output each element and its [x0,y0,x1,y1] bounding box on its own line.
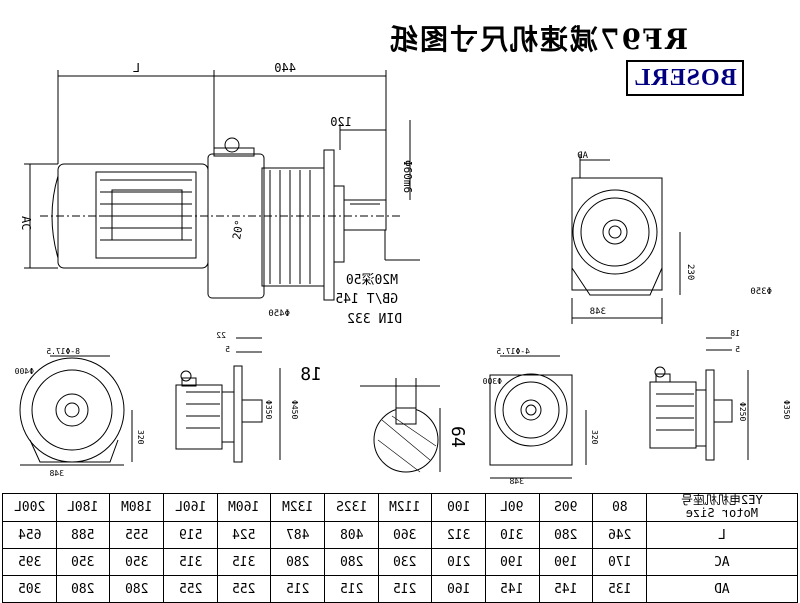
motor-size-cell: 90L [484,493,540,522]
value-cell: 519 [162,521,218,549]
thread-spec-1: M20深50 [346,273,398,288]
value-cell: 310 [484,521,540,549]
value-cell: 395 [2,548,57,576]
value-cell: 280 [109,575,164,603]
value-cell: 145 [484,575,540,603]
main-end-view [571,154,681,324]
motor-size-cell: 80 [592,493,647,522]
shaft-key-section [360,378,441,473]
value-cell: 350 [55,548,111,576]
value-cell: 215 [377,575,433,603]
value-cell: 350 [109,548,164,576]
flange-side-view-2 [649,337,749,461]
dim-230: 230 [685,264,695,280]
key-height: 64 [447,426,468,448]
dim-L: L [133,61,140,75]
value-cell: 524 [216,521,272,549]
dim-angle: 20° [230,219,246,241]
motor-size-cell: 132M [270,493,325,522]
dim-120: 120 [330,115,352,129]
f2-5: 5 [735,345,740,354]
value-cell: 588 [55,521,111,549]
key-width: 18 [300,364,322,385]
value-cell: 170 [592,548,647,576]
value-cell: 210 [431,548,486,576]
flange-front-view-1 [19,355,133,466]
dim-shaft-dia: Φ60m6 [401,160,414,193]
value-cell: 246 [592,521,647,549]
value-cell: 160 [431,575,486,603]
motor-size-cell: 90S [538,493,594,522]
value-cell: 280 [270,548,325,576]
f1-450: Φ450 [290,400,299,419]
dim-AC: AC [19,216,33,230]
value-cell: 255 [216,575,272,603]
f2-width: 348 [509,477,524,486]
flange-side-view-1 [175,337,281,463]
motor-size-cell: 180L [55,493,111,522]
header-en: Motor Size [685,506,759,520]
value-cell: 280 [538,521,594,549]
dim-348: 348 [590,307,606,317]
thread-spec-3: DIN 332 [347,312,402,327]
value-cell: 145 [538,575,594,603]
f2-height: 320 [590,430,599,445]
value-cell: 315 [216,548,272,576]
value-cell: 654 [2,521,57,549]
f1-dia: Φ400 [15,367,34,376]
row-label: AC [646,548,798,576]
value-cell: 487 [270,521,325,549]
f2-bolts: 4-Φ17.5 [496,347,530,356]
value-cell: 255 [162,575,218,603]
value-cell: 305 [2,575,57,603]
motor-size-cell: 200L [2,493,57,522]
row-label: AD [646,575,798,603]
value-cell: 555 [109,521,164,549]
motor-size-cell: 132S [323,493,379,522]
value-cell: 408 [323,521,379,549]
f2-250: Φ250 [738,402,747,421]
value-cell: 135 [592,575,647,603]
dim-AD: AD [577,151,588,161]
f1-350: Φ350 [264,400,273,419]
dim-350: Φ350 [750,287,772,297]
motor-size-cell: 180M [109,493,164,522]
value-cell: 215 [323,575,379,603]
dim-450: Φ450 [268,309,290,319]
thread-spec-2: GB/T 145 [335,292,398,307]
motor-size-cell: 112M [377,493,433,522]
value-cell: 360 [377,521,433,549]
dim-440: 440 [274,61,296,75]
f1-bolts: 8-Φ17.5 [46,347,80,356]
value-cell: 315 [162,548,218,576]
f1-22: 22 [216,331,226,340]
motor-size-cell: 160M [216,493,272,522]
main-side-view [24,70,420,301]
row-label: L [646,521,798,549]
value-cell: 190 [484,548,540,576]
f1-width: 348 [49,469,64,478]
value-cell: 215 [270,575,325,603]
value-cell: 280 [55,575,111,603]
f1-height: 320 [136,430,145,445]
flange-front-view-2 [489,355,587,479]
motor-size-cell: 100 [431,493,486,522]
value-cell: 230 [377,548,433,576]
engineering-drawing: L 440 120 Φ60m6 AC 20° M20深50 GB/T 145 D… [15,61,791,486]
motor-size-cell: 160L [162,493,218,522]
f2-350: Φ350 [782,400,791,419]
value-cell: 312 [431,521,486,549]
f2-18: 18 [730,329,740,338]
f1-5: 5 [225,345,230,354]
value-cell: 190 [538,548,594,576]
f2-dia: Φ300 [483,377,502,386]
value-cell: 280 [323,548,379,576]
